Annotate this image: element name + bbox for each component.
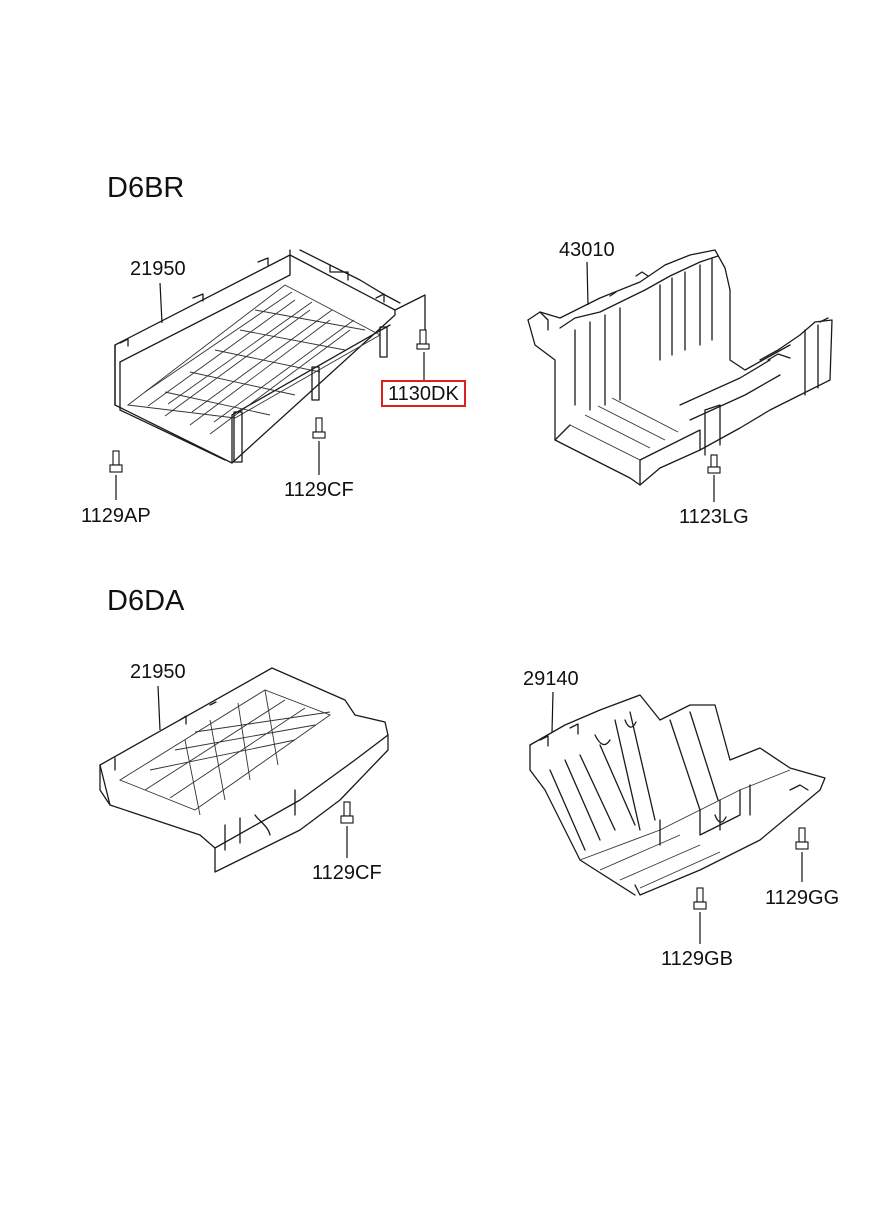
- d6br-skid-plate-21950: [114, 249, 426, 464]
- label-21950-d6br[interactable]: 21950: [130, 258, 186, 280]
- bolt-icon: [693, 887, 707, 910]
- section-title-d6da: D6DA: [107, 585, 185, 617]
- leader-lines: [115, 261, 803, 944]
- label-1129cf-d6br[interactable]: 1129CF: [284, 479, 354, 501]
- d6da-skid-plate-29140: [529, 694, 826, 896]
- label-1129cf-d6da[interactable]: 1129CF: [312, 862, 382, 884]
- bolt-icon: [340, 801, 354, 824]
- label-29140[interactable]: 29140: [523, 668, 579, 690]
- label-43010[interactable]: 43010: [559, 239, 615, 261]
- label-1129gb[interactable]: 1129GB: [661, 948, 733, 970]
- d6br-skid-plate-43010: [527, 249, 833, 486]
- label-1130dk-highlighted[interactable]: 1130DK: [381, 380, 466, 407]
- bolt-icon: [312, 417, 326, 439]
- label-1129gg[interactable]: 1129GG: [765, 887, 840, 909]
- bolt-icon: [109, 450, 123, 473]
- bolt-icon: [416, 329, 430, 350]
- label-1123lg[interactable]: 1123LG: [679, 506, 749, 528]
- label-21950-d6da[interactable]: 21950: [130, 661, 186, 683]
- bolt-icon: [795, 827, 809, 850]
- bolt-icon: [707, 454, 721, 474]
- label-1129ap[interactable]: 1129AP: [81, 505, 151, 527]
- d6da-skid-plate-21950: [99, 667, 389, 873]
- section-title-d6br: D6BR: [107, 172, 185, 204]
